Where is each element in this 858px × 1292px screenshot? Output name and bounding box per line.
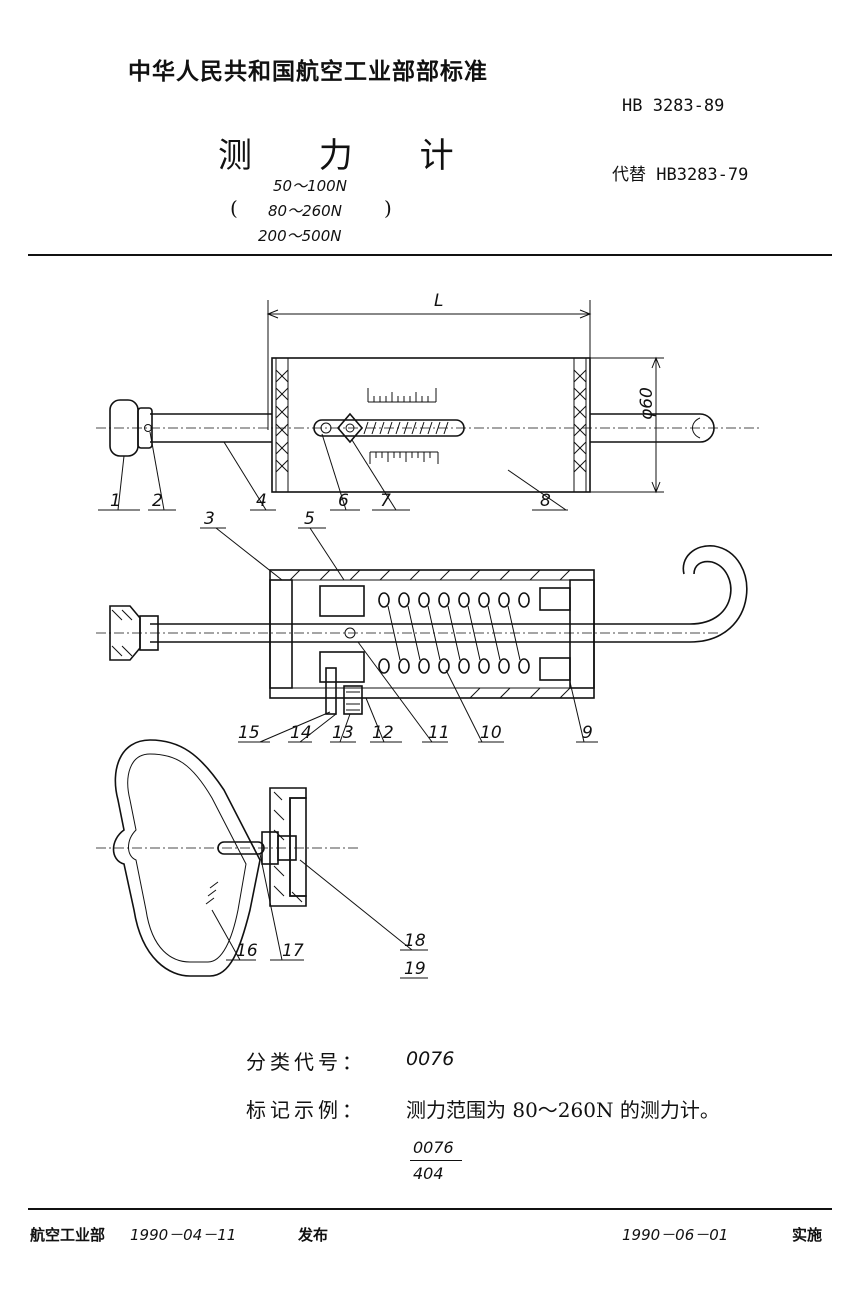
document-title: 测 力 计	[218, 136, 482, 176]
part-label-6: 6	[338, 491, 349, 511]
part-label-11: 11	[428, 723, 450, 743]
classification-code: 0076	[406, 1048, 455, 1070]
part-label-5: 5	[304, 509, 315, 529]
marking-example-text: 测力范围为 80～260N 的测力计。	[406, 1098, 720, 1122]
dim-diameter-label: φ60	[637, 387, 657, 420]
footer-issue-word: 发布	[298, 1226, 329, 1244]
part-label-7: 7	[380, 491, 391, 511]
standard-number: HB 3283-89	[622, 96, 725, 116]
part-label-19: 19	[404, 959, 426, 979]
part-label-13: 13	[332, 723, 354, 743]
part-label-15: 15	[238, 723, 260, 743]
part-label-9: 9	[582, 723, 593, 743]
issuing-organization: 中华人民共和国航空工业部部标准	[128, 59, 488, 85]
range-open-paren: (	[230, 196, 238, 220]
part-label-3: 3	[204, 509, 215, 529]
footer-issuer: 航空工业部	[30, 1226, 106, 1244]
part-label-2: 2	[152, 491, 163, 511]
footer-issue-date: 1990－04－11	[130, 1226, 237, 1244]
part-label-4: 4	[256, 491, 267, 511]
range-close-paren: )	[384, 196, 392, 220]
part-label-1: 1	[110, 491, 121, 511]
range-2: 80～260N	[268, 202, 342, 220]
part-label-14: 14	[290, 723, 312, 743]
marking-fraction-numerator: 0076	[413, 1138, 454, 1157]
replaces-standard: 代替 HB3283-79	[612, 165, 749, 185]
part-label-16: 16	[236, 941, 258, 961]
header-rule	[28, 254, 832, 256]
range-3: 200～500N	[258, 227, 342, 245]
dim-length-label: L	[434, 291, 443, 311]
part-label-8: 8	[540, 491, 551, 511]
part-label-10: 10	[480, 723, 502, 743]
marking-fraction-bar	[410, 1160, 462, 1161]
footer-effective-date: 1990－06－01	[622, 1226, 729, 1244]
technical-drawing: L φ60	[96, 291, 760, 979]
range-1: 50～100N	[273, 177, 347, 195]
footer-rule	[28, 1208, 832, 1210]
part-label-12: 12	[372, 723, 394, 743]
part-label-18: 18	[404, 931, 426, 951]
classification-label: 分类代号：	[246, 1050, 366, 1074]
part-label-17: 17	[282, 941, 304, 961]
footer-effective-word: 实施	[792, 1226, 823, 1244]
marking-fraction-denominator: 404	[413, 1164, 444, 1183]
marking-example-label: 标记示例：	[246, 1098, 366, 1122]
